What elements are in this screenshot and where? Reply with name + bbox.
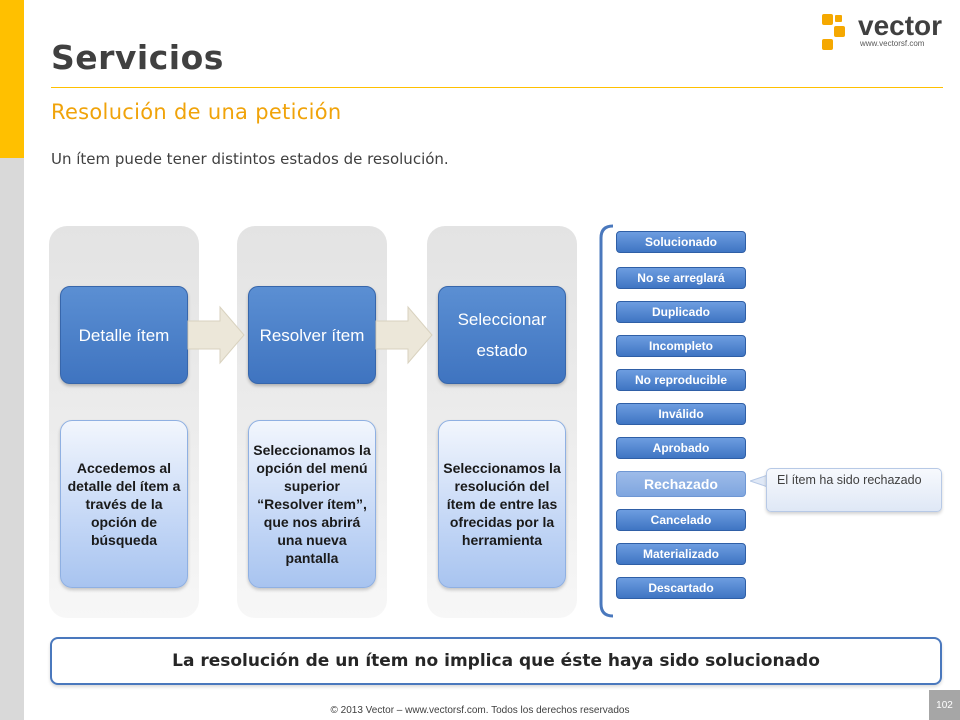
vector-logo-icon (822, 14, 845, 50)
state-no-reproducible[interactable]: No reproducible (616, 369, 746, 391)
state-materializado[interactable]: Materializado (616, 543, 746, 565)
state-descartado[interactable]: Descartado (616, 577, 746, 599)
vector-logo: vector www.vectorsf.com (820, 10, 950, 54)
logo-wordmark: vector (858, 10, 943, 41)
accent-bar-gray (0, 158, 24, 720)
step-description-2: Seleccionamos la opción del menú superio… (248, 420, 376, 588)
title-divider (51, 87, 943, 88)
state-invalido[interactable]: Inválido (616, 403, 746, 425)
step-box-detalle: Detalle ítem (60, 286, 188, 384)
step-box-resolver: Resolver ítem (248, 286, 376, 384)
state-rechazado[interactable]: Rechazado (616, 471, 746, 497)
state-cancelado[interactable]: Cancelado (616, 509, 746, 531)
accent-bar-yellow (0, 0, 24, 158)
page-title: Servicios (51, 38, 224, 77)
step-description-3: Seleccionamos la resolución del ítem de … (438, 420, 566, 588)
footer-copyright: © 2013 Vector – www.vectorsf.com. Todos … (330, 705, 630, 716)
page-number: 102 (929, 690, 960, 720)
callout-pointer (750, 475, 768, 487)
logo-url: www.vectorsf.com (860, 39, 925, 48)
state-solucionado[interactable]: Solucionado (616, 231, 746, 253)
step-box-seleccionar: Seleccionar estado (438, 286, 566, 384)
intro-text: Un ítem puede tener distintos estados de… (51, 150, 449, 168)
section-subtitle: Resolución de una petición (51, 100, 342, 124)
state-incompleto[interactable]: Incompleto (616, 335, 746, 357)
state-aprobado[interactable]: Aprobado (616, 437, 746, 459)
rechazado-callout: El ítem ha sido rechazado (766, 468, 942, 512)
step-description-1: Accedemos al detalle del ítem a través d… (60, 420, 188, 588)
states-bracket (599, 224, 614, 618)
state-duplicado[interactable]: Duplicado (616, 301, 746, 323)
state-no-se-arreglara[interactable]: No se arreglará (616, 267, 746, 289)
key-note: La resolución de un ítem no implica que … (50, 637, 942, 685)
arrow-right-icon (187, 305, 245, 365)
arrow-right-icon (375, 305, 433, 365)
